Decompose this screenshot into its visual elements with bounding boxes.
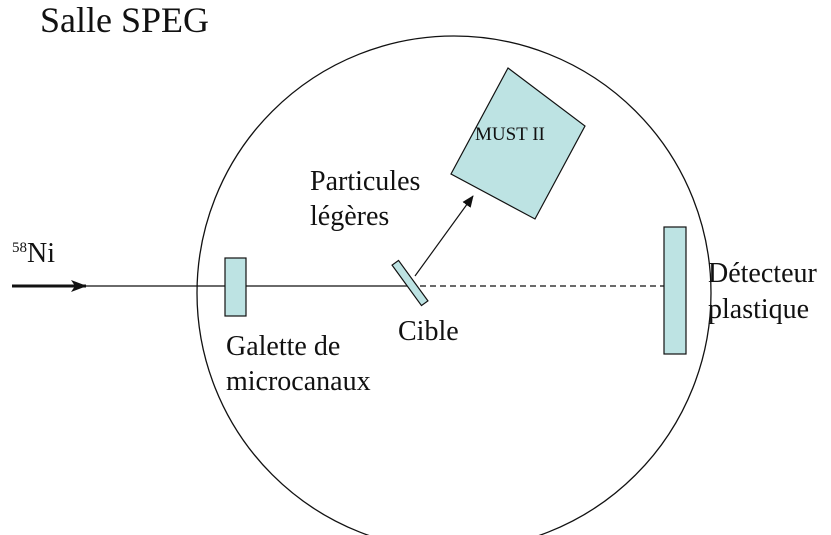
detecteur-label-line2: plastique bbox=[708, 294, 809, 325]
galette-label-line1: Galette de bbox=[226, 331, 340, 362]
beam-mass-number: 58 bbox=[12, 240, 27, 256]
detecteur-plastique bbox=[663, 226, 687, 355]
page-title: Salle SPEG bbox=[40, 0, 209, 40]
cible-label: Cible bbox=[398, 316, 459, 347]
detecteur-label-line1: Détecteur bbox=[708, 258, 817, 289]
particules-label-line1: Particules bbox=[310, 166, 420, 197]
beam-element: Ni bbox=[27, 238, 55, 269]
reaction-chamber bbox=[196, 35, 712, 535]
particle-trajectory-arrow bbox=[414, 195, 474, 277]
particules-label-line2: légères bbox=[310, 201, 389, 232]
must-ii-detector bbox=[450, 67, 586, 220]
must-ii-label: MUST II bbox=[475, 124, 545, 145]
galette-label-line2: microcanaux bbox=[226, 366, 371, 397]
beam-label: 58Ni bbox=[12, 238, 55, 269]
galette-microcanaux bbox=[224, 257, 247, 317]
cible-target bbox=[391, 259, 429, 307]
